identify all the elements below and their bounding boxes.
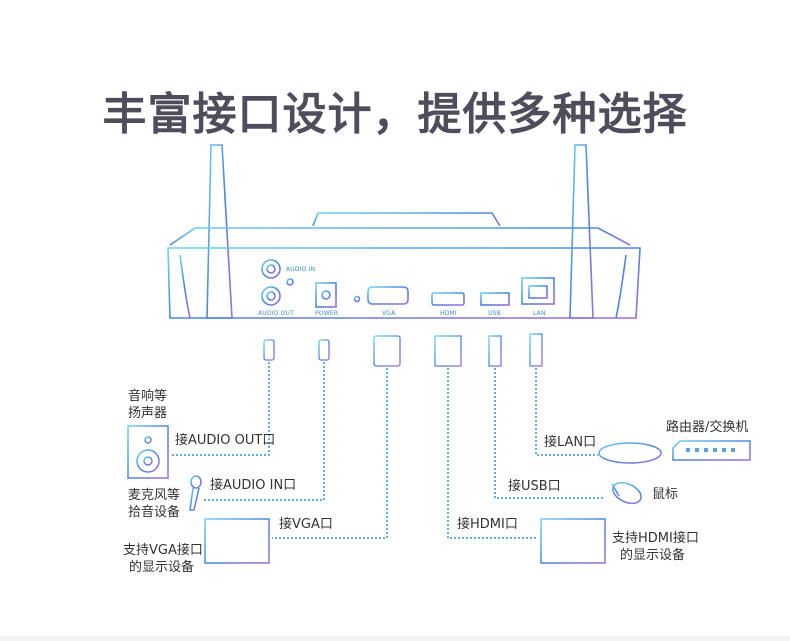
lan-port: [521, 277, 555, 305]
switch-icon: [672, 440, 751, 461]
hdmi-monitor-icon: [540, 518, 606, 570]
audio-in-line: [204, 362, 325, 501]
vga-line: [272, 368, 388, 539]
label-mic-line2: 拾音设备: [128, 505, 181, 520]
label-hdmi: 接HDMI口: [457, 517, 518, 532]
router-icon: [598, 404, 662, 464]
hdmi-line: [447, 368, 538, 539]
usb-port: [480, 292, 510, 306]
label-audio-out: 接AUDIO OUT口: [175, 433, 276, 448]
lan-plug: [529, 333, 543, 367]
port-label-vga: VGA: [382, 310, 396, 317]
label-vga-display-line2: 的显示设备: [129, 560, 195, 575]
right-antenna: [569, 144, 594, 319]
microphone-icon: [189, 475, 202, 511]
label-audio-in: 接AUDIO IN口: [210, 478, 297, 493]
port-label-power: POWER: [315, 310, 339, 317]
bottom-divider: [0, 636, 790, 641]
usb-line: [494, 368, 605, 499]
label-hdmi-display-line1: 支持HDMI接口: [612, 531, 699, 546]
connection-lines: [172, 362, 605, 539]
usb-plug: [488, 335, 502, 367]
power-port: [315, 282, 337, 308]
mouse-icon: [611, 481, 642, 505]
page-title: 丰富接口设计，提供多种选择: [102, 89, 688, 140]
label-speaker-line2: 扬声器: [128, 406, 168, 421]
label-router: 路由器/交换机: [666, 420, 749, 435]
port-label-usb: USB: [488, 310, 501, 317]
port-label-hdmi: HDMI: [440, 310, 457, 317]
audio-out-line: [172, 362, 270, 456]
vga-plug: [373, 335, 401, 367]
label-speaker-line1: 音响等: [128, 389, 168, 404]
port-label-lan: LAN: [533, 310, 546, 317]
speaker-icon: [127, 425, 169, 479]
hdmi-plug: [434, 335, 462, 367]
vga-monitor-icon: [204, 518, 270, 570]
audio-out-plug: [263, 339, 275, 361]
audio-in-plug: [318, 339, 330, 361]
label-hdmi-display-line2: 的显示设备: [620, 548, 686, 563]
label-lan: 接LAN口: [544, 435, 597, 450]
label-mic-line1: 麦克风等: [128, 488, 181, 503]
hdmi-port: [431, 292, 465, 306]
device-body: [167, 247, 641, 319]
label-vga: 接VGA口: [279, 517, 333, 532]
nvr-device: [167, 144, 641, 319]
audio-out-port: [261, 286, 281, 306]
lan-line: [535, 368, 598, 456]
port-label-audio-in: AUDIO IN: [286, 266, 316, 273]
label-usb: 接USB口: [508, 479, 561, 494]
connectors: [263, 330, 543, 367]
label-vga-display-line1: 支持VGA接口: [123, 543, 203, 558]
label-mouse: 鼠标: [652, 487, 679, 502]
left-antenna: [206, 144, 233, 319]
audio-in-port: [261, 259, 281, 279]
vga-port: [367, 286, 409, 305]
port-label-audio-out: AUDIO OUT: [258, 310, 295, 317]
top-panel: [169, 227, 631, 246]
